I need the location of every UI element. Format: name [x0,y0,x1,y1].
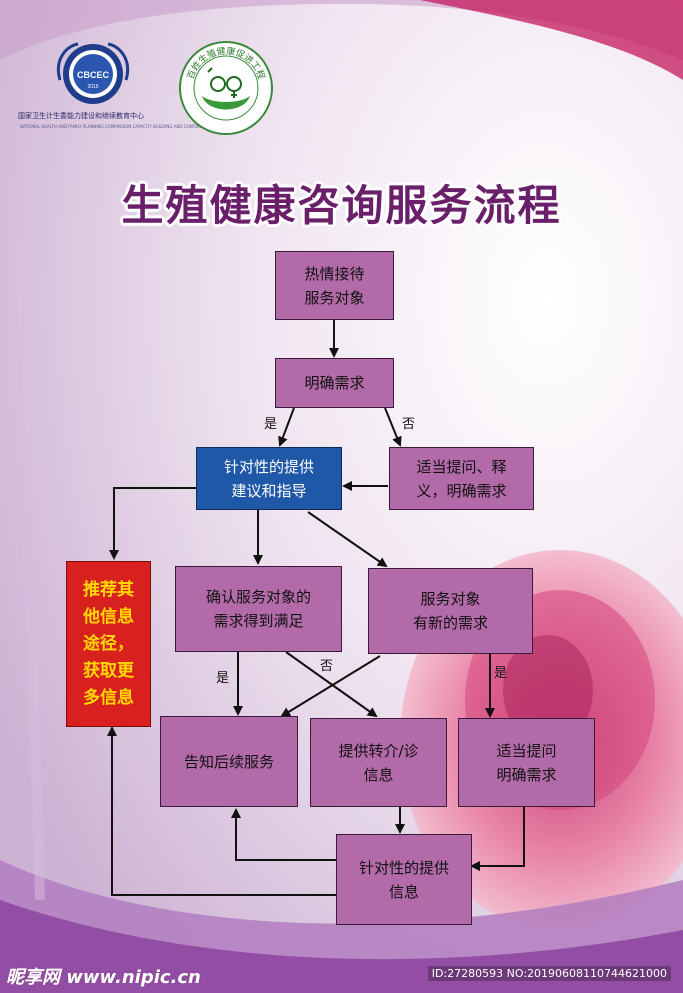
node-ask-clarify: 适当提问、释 义，明确需求 [389,447,534,510]
node-new-need: 服务对象 有新的需求 [368,568,533,654]
node-follow-up-service: 告知后续服务 [160,716,298,807]
label-yes-1: 是 [264,417,278,432]
node-advice-guidance: 针对性的提供 建议和指导 [196,447,342,510]
node-ask-clarify-2: 适当提问 明确需求 [458,718,595,807]
org-name-en: NATIONAL HEALTH AND FAMILY PLANNING COMM… [20,124,252,129]
cbcec-logo: CBCEC 2015 [57,42,129,104]
label-no-2: 否 [320,659,334,674]
node-reception: 热情接待 服务对象 [275,251,394,320]
reproductive-health-logo: 百姓生殖健康促进工程 [179,41,273,135]
node-targeted-info: 针对性的提供 信息 [336,834,472,925]
label-yes-3: 是 [494,666,508,681]
node-recommend-other-info: 推荐其 他信息 途径， 获取更 多信息 [66,561,151,727]
node-clarify-needs: 明确需求 [275,358,394,408]
logo1-text: CBCEC [77,70,110,80]
label-no-1: 否 [402,417,416,432]
node-referral-info: 提供转介/诊 信息 [310,718,447,807]
page-title: 生殖健康咨询服务流程 [121,181,562,230]
logo1-year: 2015 [87,84,98,90]
image-id: ID:27280593 NO:20190608110744621000 [427,966,671,981]
label-yes-2: 是 [216,671,230,686]
node-confirm-satisfied: 确认服务对象的 需求得到满足 [175,566,342,652]
watermark: 昵享网 www.nipic.cn [6,967,201,988]
org-name-cn: 国家卫生计生委能力建设和继续教育中心 [18,112,144,120]
